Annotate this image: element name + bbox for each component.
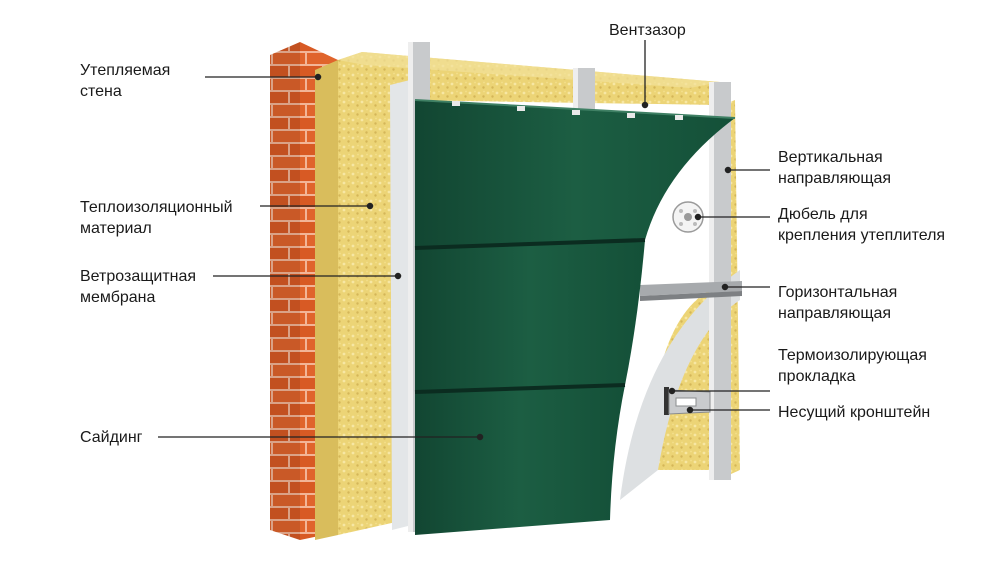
- label-dowel: Дюбель для крепления утеплителя: [778, 204, 945, 246]
- label-insulated-wall: Утепляемая стена: [80, 60, 170, 102]
- label-thermal-pad: Термоизолирующая прокладка: [778, 345, 927, 387]
- label-bracket: Несущий кронштейн: [778, 402, 930, 423]
- label-vertical-guide: Вертикальная направляющая: [778, 147, 891, 189]
- label-wind-membrane: Ветрозащитная мембрана: [80, 266, 196, 308]
- label-insulation: Теплоизоляционный материал: [80, 197, 233, 239]
- label-siding: Сайдинг: [80, 427, 143, 448]
- label-vent-gap: Вентзазор: [609, 20, 686, 41]
- label-horizontal-guide: Горизонтальная направляющая: [778, 282, 897, 324]
